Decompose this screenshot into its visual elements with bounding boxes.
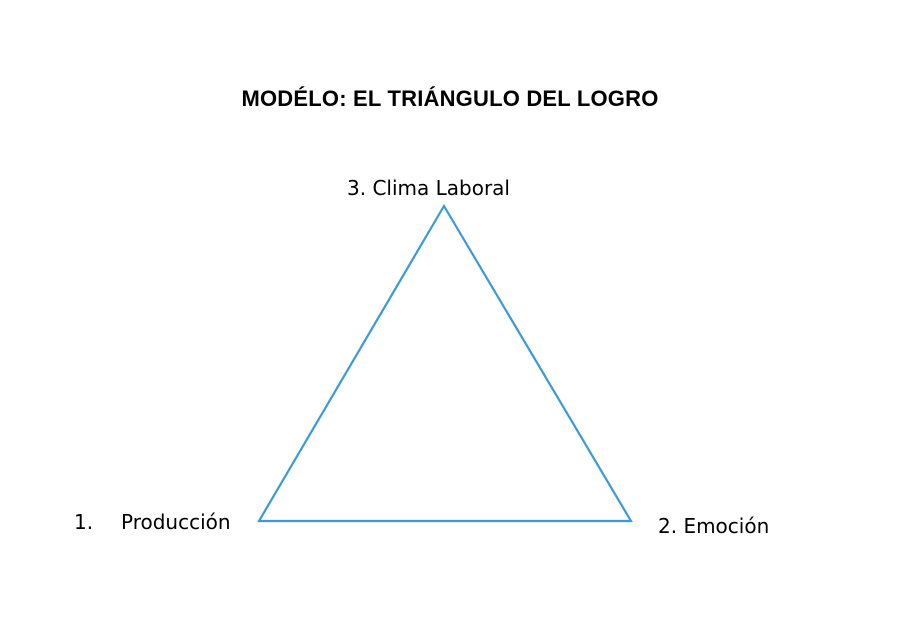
vertex-number: 1. bbox=[74, 510, 94, 534]
vertex-label-clima-laboral: 3. Clima Laboral bbox=[347, 176, 510, 200]
achievement-triangle bbox=[257, 203, 633, 523]
vertex-text: Producción bbox=[121, 510, 231, 534]
diagram-title: MODÉLO: EL TRIÁNGULO DEL LOGRO bbox=[241, 86, 659, 111]
vertex-label-produccion: 1. Producción bbox=[74, 510, 231, 534]
vertex-label-emocion: 2. Emoción bbox=[658, 514, 770, 538]
